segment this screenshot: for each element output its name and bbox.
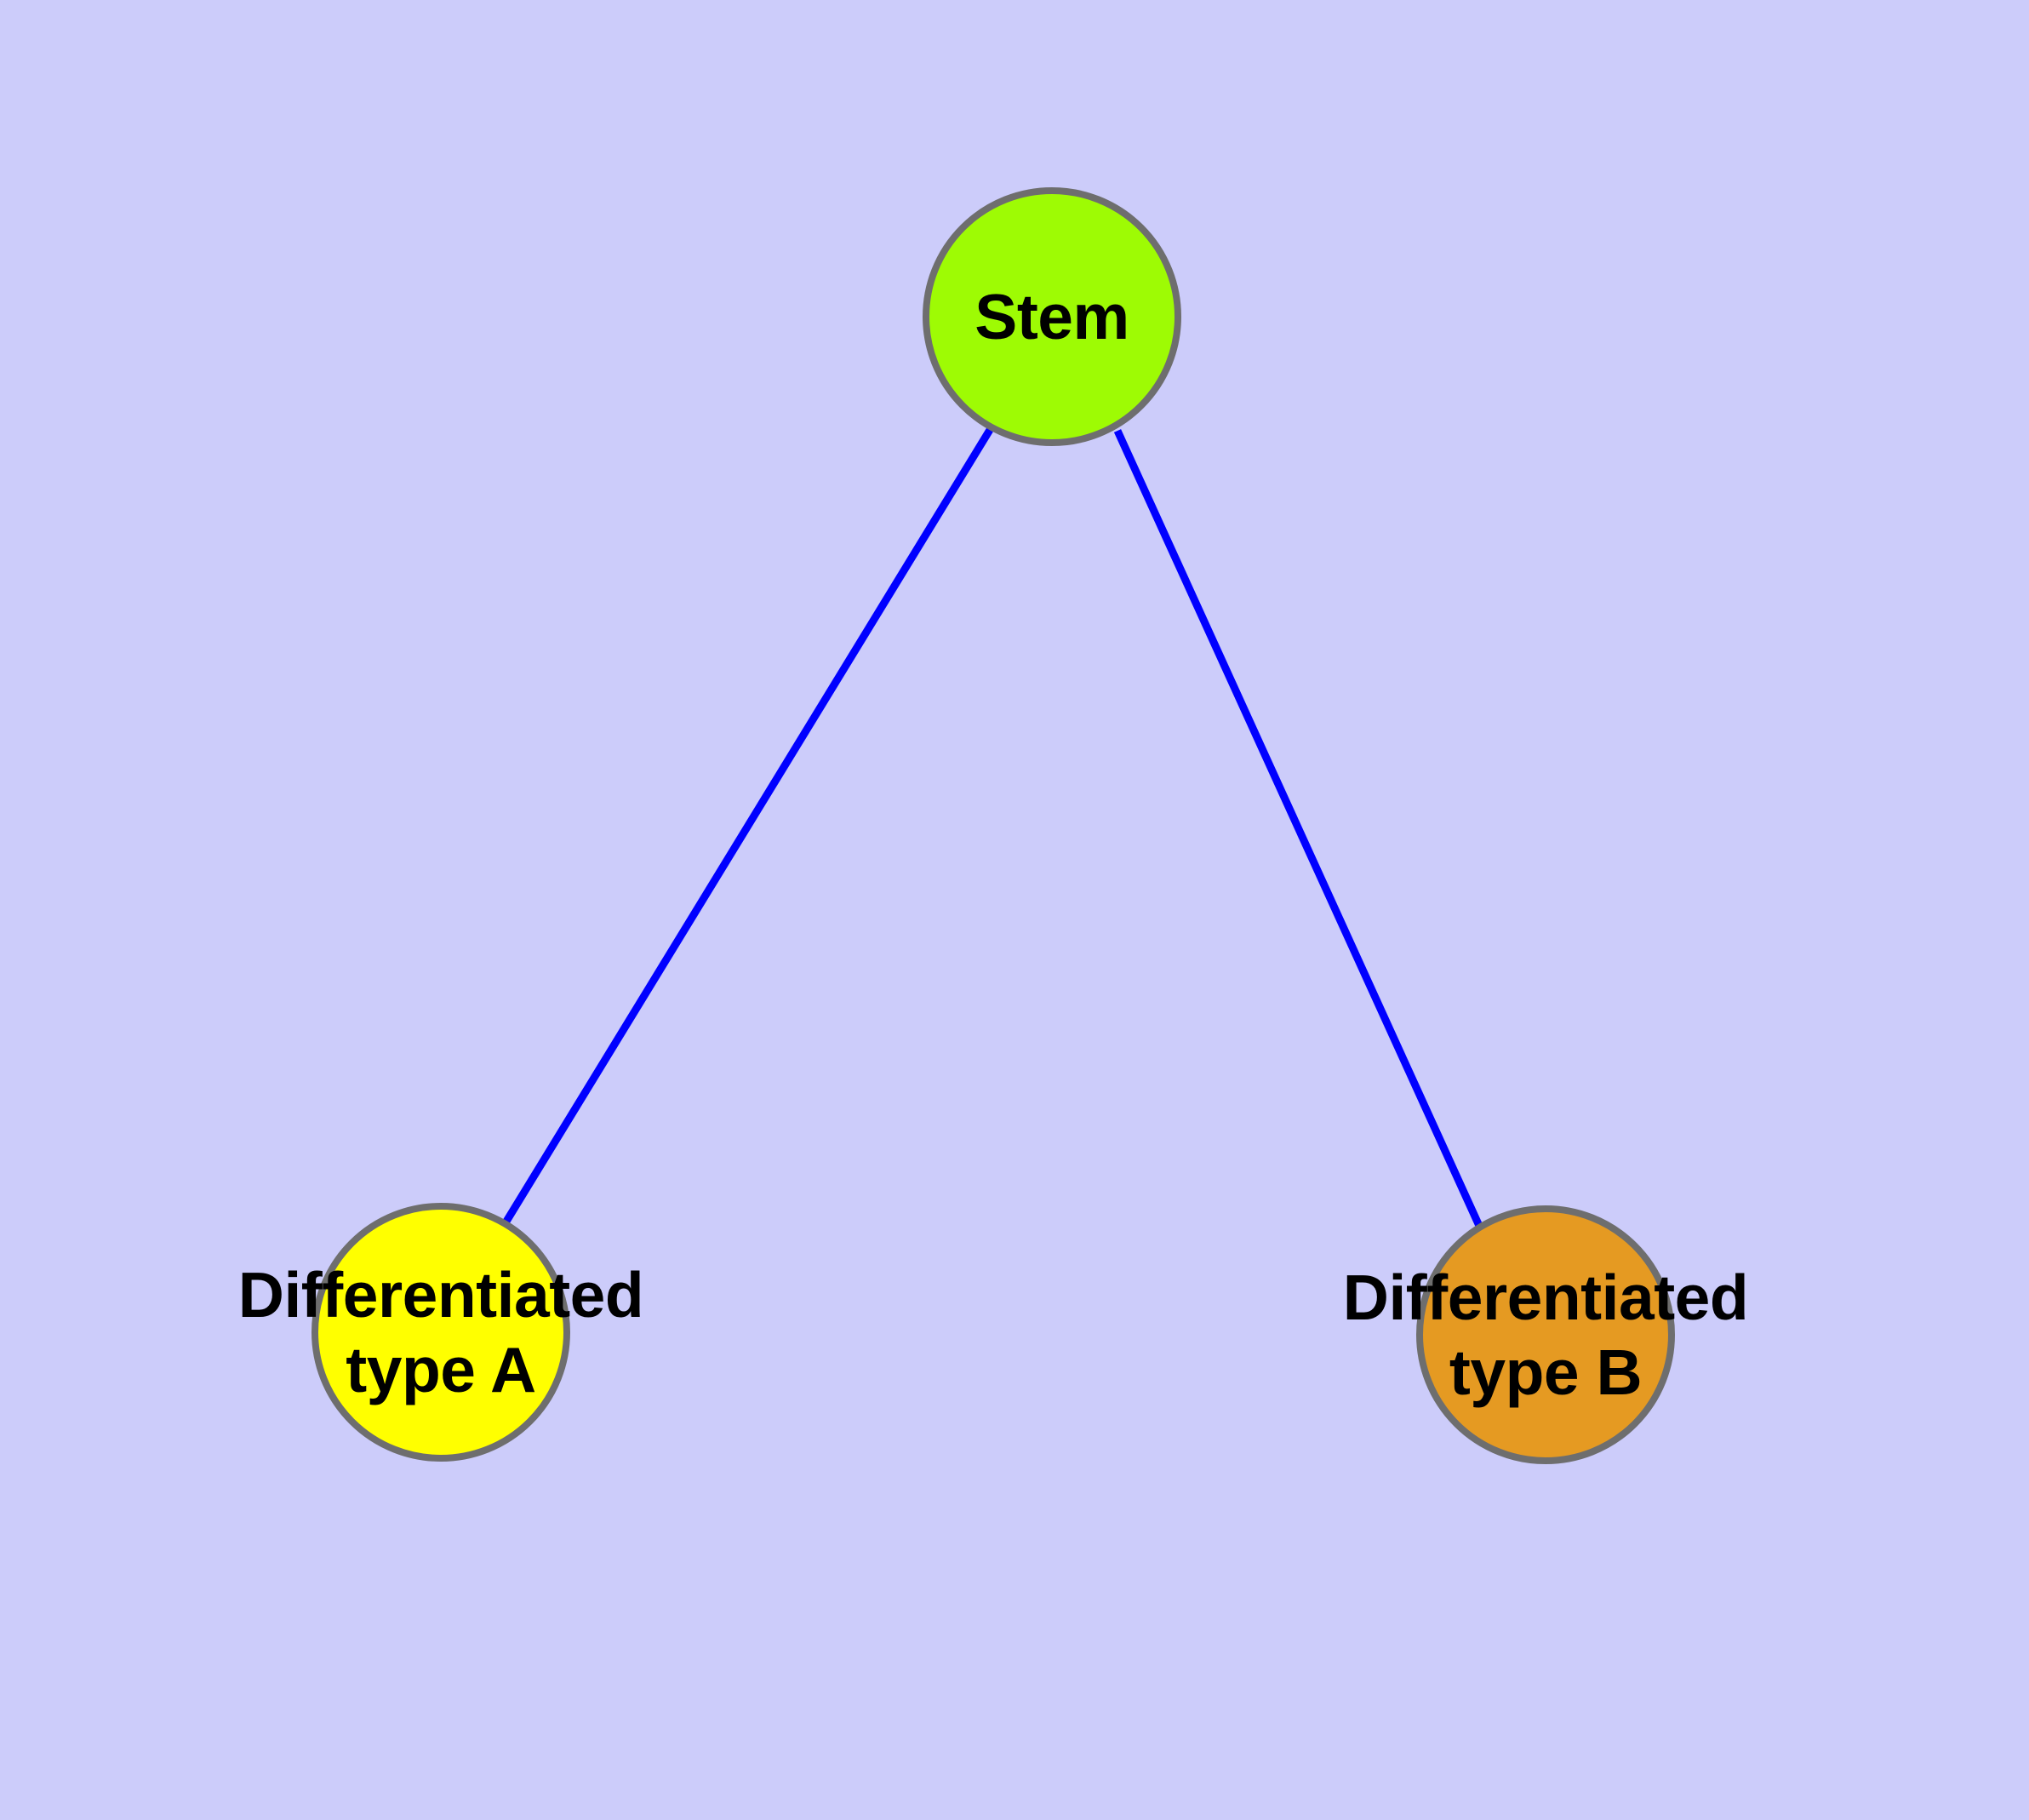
edge-stem-to-differentiated-type-b[interactable] <box>1113 429 1483 1228</box>
node-differentiated-type-b[interactable] <box>1416 1205 1675 1464</box>
node-stem[interactable] <box>923 187 1181 446</box>
edge-stem-to-differentiated-type-a[interactable] <box>501 427 993 1227</box>
node-differentiated-type-a[interactable] <box>311 1203 570 1462</box>
